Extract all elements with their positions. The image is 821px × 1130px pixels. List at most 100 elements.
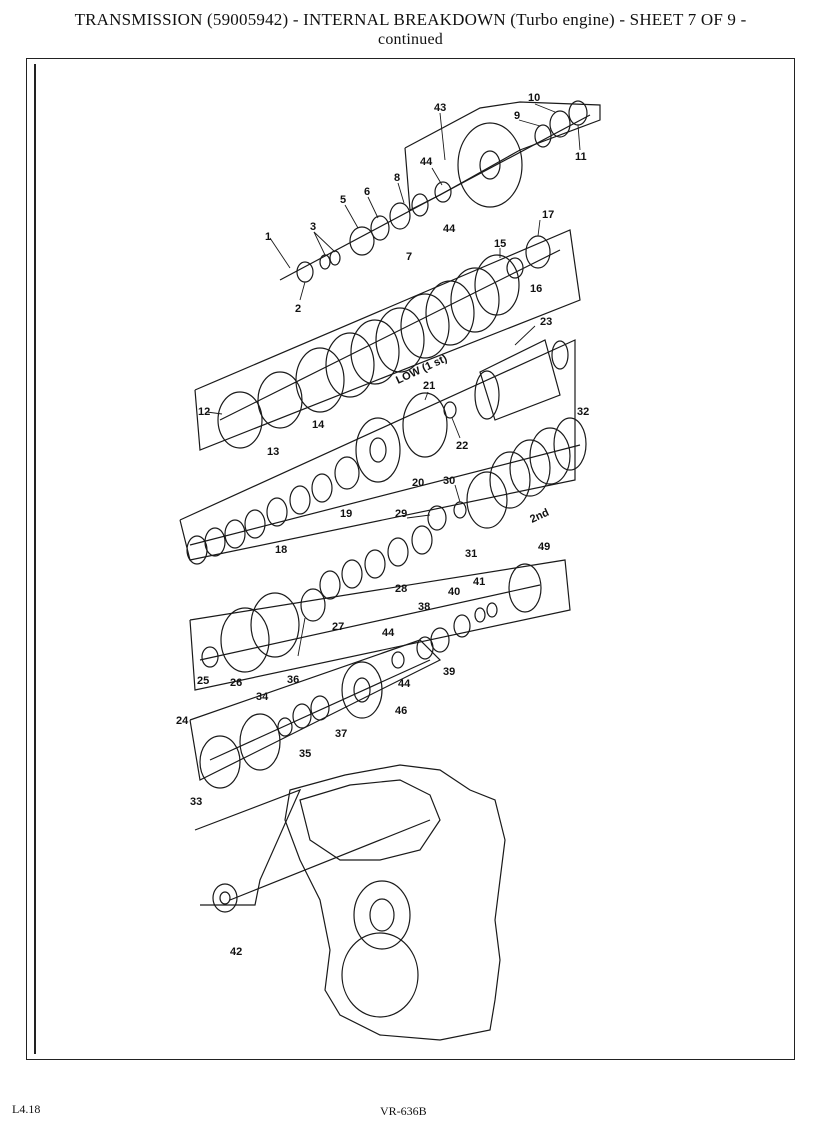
callout-13: 13 (267, 446, 279, 458)
callout-17: 17 (542, 209, 554, 221)
page-title: TRANSMISSION (59005942) - INTERNAL BREAK… (0, 10, 821, 50)
part-thrust-washer (300, 588, 326, 622)
part-bearing (391, 651, 405, 669)
callout-9: 9 (514, 110, 520, 122)
part-ring (311, 473, 333, 503)
callout-11: 11 (575, 151, 587, 163)
part-gear (457, 122, 523, 208)
leader-line (518, 119, 541, 127)
part-washer (370, 215, 390, 241)
part-ring (277, 717, 293, 737)
callout-42: 42 (230, 946, 242, 958)
part-clutch-drum (479, 339, 561, 421)
part-transmission-housing (284, 764, 506, 1041)
group-outline-lower (189, 639, 442, 781)
part-ring (341, 559, 363, 589)
callout-36: 36 (287, 674, 299, 686)
part-snap-ring (239, 713, 281, 771)
leader-line (269, 237, 291, 269)
callout-41: 41 (473, 576, 485, 588)
callout-12: 12 (198, 406, 210, 418)
group-outline-clutch-2nd (179, 339, 576, 561)
part-ring (486, 602, 498, 618)
part-pressure-plate (199, 735, 241, 789)
callout-40: 40 (448, 586, 460, 598)
callout-22: 22 (456, 440, 468, 452)
leader-line (514, 325, 536, 346)
callout-7: 7 (406, 251, 412, 263)
part-thrust-washer (334, 456, 360, 490)
leader-line (439, 112, 446, 161)
axis-line (199, 584, 541, 661)
title-continued: continued (378, 31, 443, 48)
callout-26: 26 (230, 677, 242, 689)
callout-8: 8 (394, 172, 400, 184)
callout-14: 14 (312, 419, 325, 431)
callout-32: 32 (577, 406, 589, 418)
part-bearing (434, 181, 452, 203)
axis-line (229, 819, 431, 901)
callout-49: 49 (538, 541, 550, 553)
callout-29: 29 (395, 508, 407, 520)
leader-line (299, 281, 306, 301)
callout-44-mid: 44 (382, 627, 395, 639)
part-bearing (212, 883, 238, 913)
part-gear (341, 661, 383, 719)
part-thrust-bearing (430, 627, 450, 653)
callout-6: 6 (364, 186, 370, 198)
part-needle-bearing (292, 703, 312, 729)
callout-19: 19 (340, 508, 352, 520)
leader-line (431, 167, 443, 186)
callout-25: 25 (197, 675, 209, 687)
callout-30: 30 (443, 475, 455, 487)
part-ring (244, 509, 266, 539)
housing-bore (353, 880, 411, 950)
leader-line (406, 514, 431, 519)
callout-35: 35 (299, 748, 311, 760)
part-o-ring (443, 401, 457, 419)
part-ring (319, 254, 331, 270)
callout-23: 23 (540, 316, 552, 328)
callout-24: 24 (176, 715, 189, 727)
part-washer (453, 614, 471, 638)
part-thrust-bearing (549, 110, 571, 138)
part-bearing-race (349, 226, 375, 256)
callout-46: 46 (395, 705, 407, 717)
callout-38: 38 (418, 601, 430, 613)
part-ring (289, 485, 311, 515)
callout-16: 16 (530, 283, 542, 295)
part-clutch-disc (400, 293, 450, 359)
part-seal-ring (220, 607, 270, 673)
part-washer (296, 261, 314, 283)
callout-1: 1 (265, 231, 271, 243)
callout-5: 5 (340, 194, 346, 206)
leader-line (451, 417, 461, 439)
page-number: L4.18 (12, 1102, 41, 1116)
callout-44-mid-lower: 44 (398, 678, 411, 690)
title-text: TRANSMISSION (59005942) - INTERNAL BREAK… (74, 10, 747, 29)
part-gear-hub (479, 150, 501, 180)
part-ring (319, 570, 341, 600)
leader-line (313, 231, 326, 256)
part-needle-bearing (389, 202, 411, 230)
group-outline-housing (194, 788, 302, 906)
housing-bore-inner (369, 898, 395, 932)
callout-44-top-lower: 44 (443, 223, 456, 235)
part-clutch-disc (474, 254, 520, 316)
callout-31: 31 (465, 548, 477, 560)
part-drum-shaft (551, 340, 569, 370)
axis-line (189, 444, 581, 546)
part-clutch-disc (350, 319, 400, 385)
callout-33: 33 (190, 796, 202, 808)
part-drum-end (474, 370, 500, 420)
group-outline-clutch-low (194, 229, 581, 451)
part-ring (387, 537, 409, 567)
callout-27: 27 (332, 621, 344, 633)
group-outline-gear (189, 559, 571, 691)
callout-18: 18 (275, 544, 287, 556)
drawing-frame-inner-rule (34, 64, 36, 1054)
part-snap-ring (217, 391, 263, 449)
part-clutch-disc (325, 332, 375, 398)
part-gear (508, 563, 542, 613)
part-ring (224, 519, 246, 549)
